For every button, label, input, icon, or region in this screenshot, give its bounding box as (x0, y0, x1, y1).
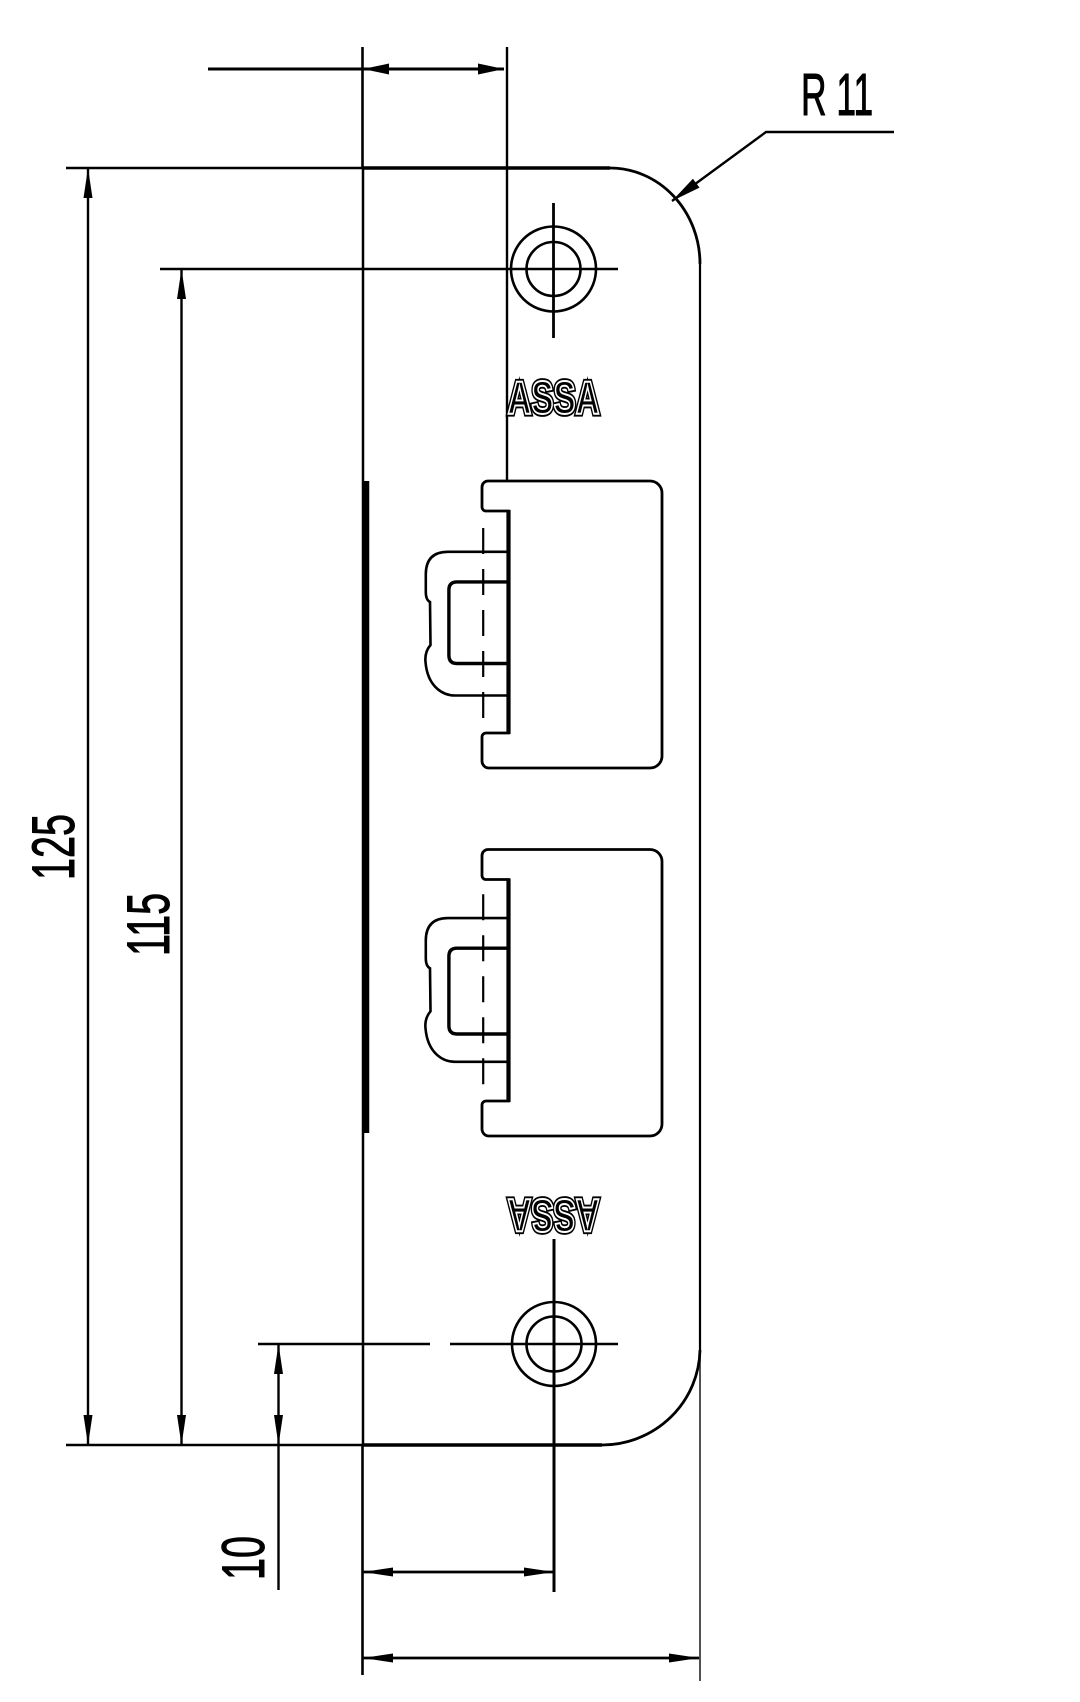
svg-text:125: 125 (20, 814, 87, 880)
svg-text:ASSA: ASSA (507, 1189, 599, 1239)
svg-text:ASSA: ASSA (508, 373, 600, 423)
svg-text:ASSA: ASSA (508, 373, 600, 423)
svg-text:R 11: R 11 (801, 63, 873, 128)
svg-text:ASSA: ASSA (507, 1189, 599, 1239)
svg-text:115: 115 (115, 893, 182, 956)
svg-text:10: 10 (210, 1536, 277, 1580)
